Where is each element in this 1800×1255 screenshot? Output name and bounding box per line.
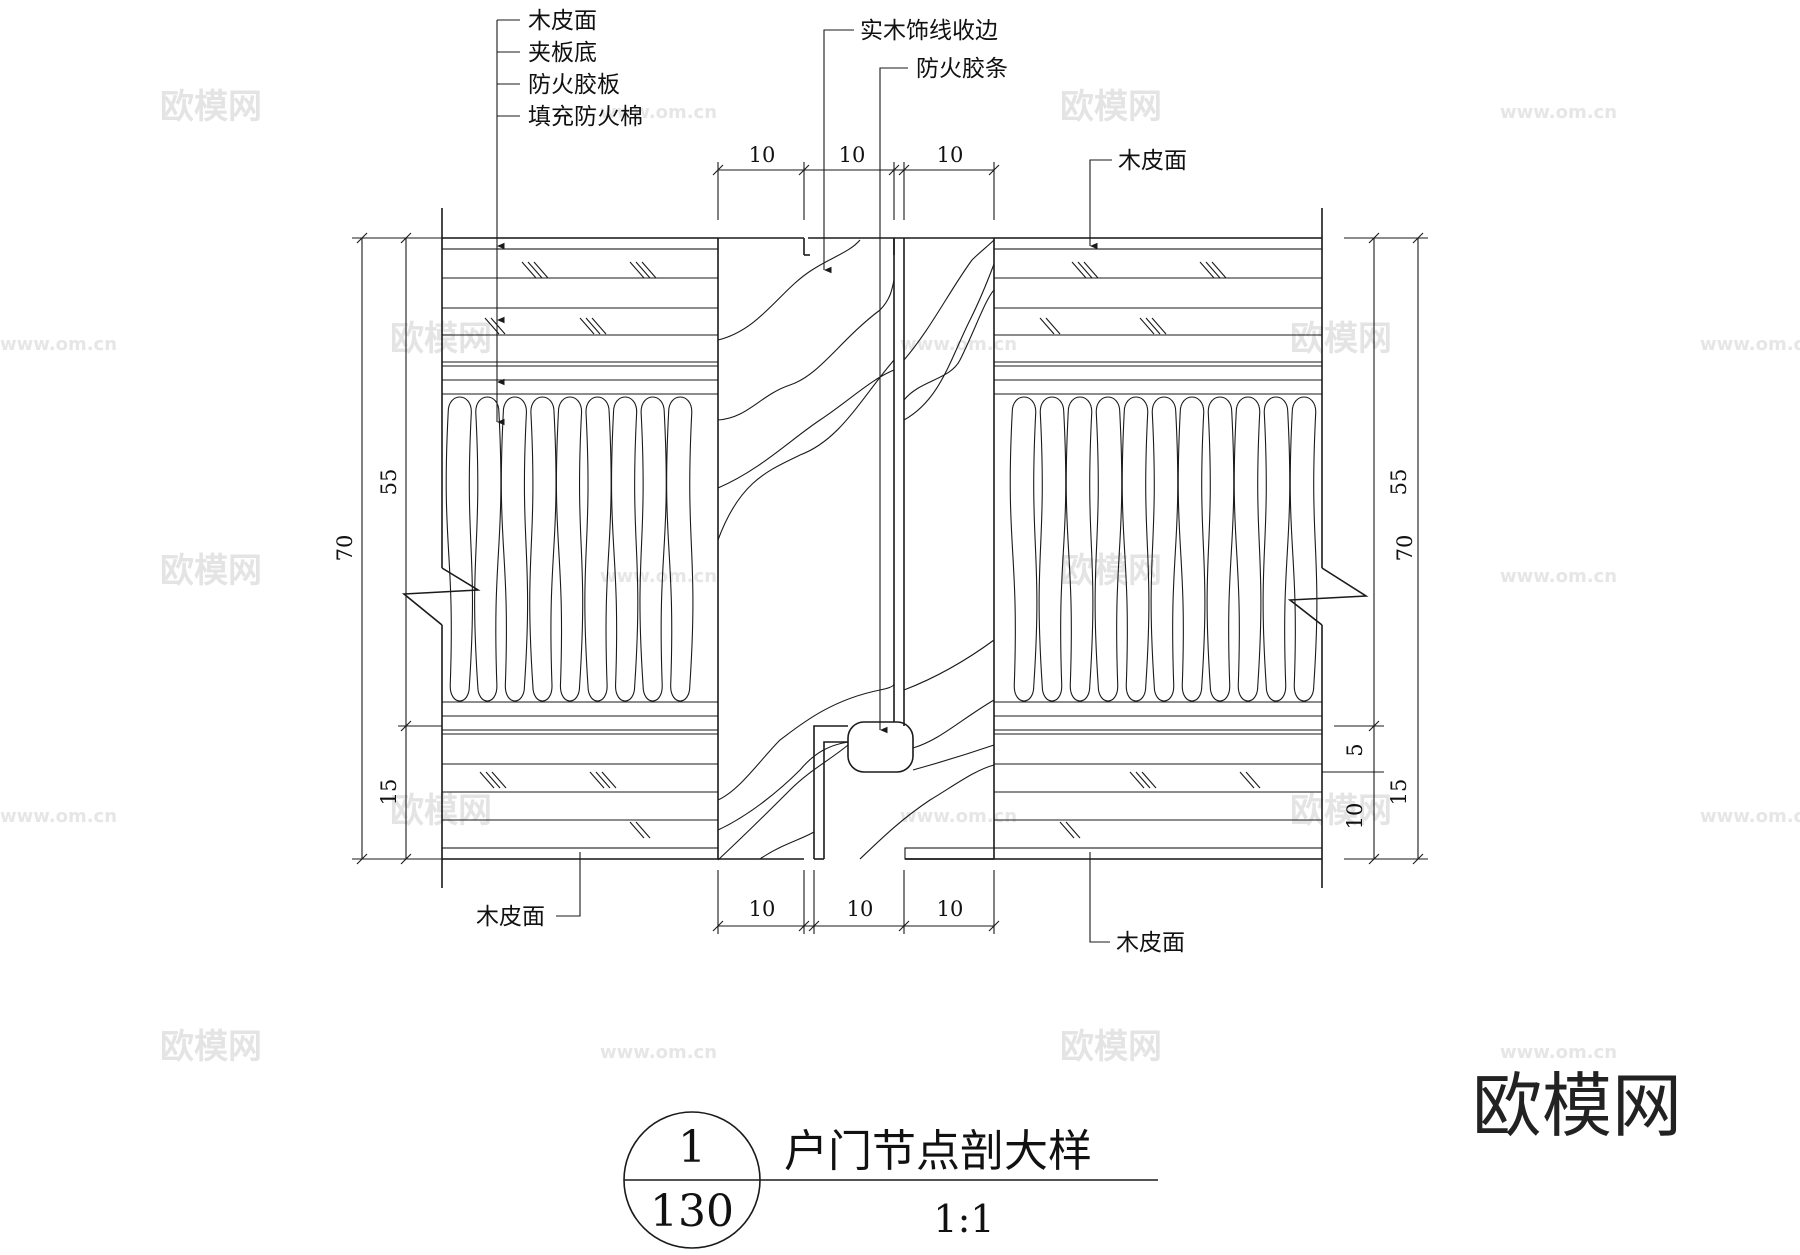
watermark-url: www.om.cn [1500,102,1617,123]
label-top-right-veneer: 木皮面 [1118,148,1187,174]
left-door-panel [401,208,719,888]
label-fire-laminate: 防火胶板 [528,72,620,98]
dim-right-total: 70 [1393,535,1417,562]
dim-left-upper: 55 [377,469,401,496]
drawing-scale: 1:1 [933,1197,994,1241]
dim-left-lower: 15 [377,779,401,806]
watermark-text: 欧模网 [1290,791,1392,831]
labels: 木皮面 夹板底 防火胶板 填充防火棉 实木饰线收边 防火胶条 木皮面 木皮面 木… [476,8,1187,956]
watermark-text: 欧模网 [1060,551,1162,591]
dim-bottom-3: 10 [937,897,964,921]
fire-cotton-loop [1206,396,1235,702]
fire-cotton-loop [611,396,639,702]
fire-cotton-loop [500,396,529,702]
watermark-url: www.om.cn [600,1042,717,1063]
fire-cotton-loop [1150,396,1179,702]
dim-bottom-2: 10 [847,897,874,921]
watermark-url: www.om.cn [1500,1042,1617,1063]
dim-right-small-a: 5 [1343,743,1367,756]
dim-right-lower: 15 [1387,779,1411,806]
label-face-veneer: 木皮面 [528,8,597,34]
fire-cotton-loop [474,396,502,702]
fire-cotton-loop [445,396,474,702]
center-frame [717,237,995,861]
right-door-panel [904,208,1369,888]
label-fire-cotton: 填充防火棉 [528,104,643,130]
dim-bottom-1: 10 [749,897,776,921]
watermark-text: 欧模网 [390,791,492,831]
dim-top-3: 10 [937,143,964,167]
dim-top-2: 10 [839,143,866,167]
fire-cotton-loop [639,396,667,702]
watermark-url: www.om.cn [900,806,1017,827]
dimension-text: 10 10 10 10 10 10 70 55 15 70 55 15 5 10 [333,143,1417,921]
label-bottom-left-veneer: 木皮面 [476,904,545,930]
watermark-url: www.om.cn [1500,566,1617,587]
watermark-text: 欧模网 [1060,1027,1162,1067]
label-solid-wood-trim: 实木饰线收边 [860,18,998,44]
title-block: 1 130 户门节点剖大样 1:1 [623,1111,1158,1249]
watermark-text: 欧模网 [1060,87,1162,127]
label-fire-strip: 防火胶条 [916,56,1008,82]
dimension-lines [352,162,1428,934]
fire-cotton-loop [1289,396,1318,702]
fire-cotton-loop [1094,396,1123,702]
watermark-url: www.om.cn [1700,806,1800,827]
watermark-url: www.om.cn [0,806,117,827]
watermark-text: 欧模网 [390,319,492,359]
fire-cotton-loop [1177,396,1206,702]
dim-right-upper: 55 [1387,469,1411,496]
dim-left-total: 70 [333,535,357,562]
watermark-text: 欧模网 [1290,319,1392,359]
fire-cotton-loop [1038,396,1067,702]
fire-cotton-loop [584,396,612,702]
fire-cotton-loop [529,396,557,702]
fire-cotton-loop [666,396,694,702]
fire-cotton-loop [1233,396,1262,702]
watermark-url: www.om.cn [600,566,717,587]
label-bottom-right-veneer: 木皮面 [1116,930,1185,956]
watermark-text: 欧模网 [160,1027,262,1067]
sheet-number: 130 [650,1186,734,1237]
fire-cotton-loop [555,396,584,702]
watermark-url: www.om.cn [600,102,717,123]
corner-watermark: 欧模网 [1472,1065,1682,1147]
watermark-text: 欧模网 [160,551,262,591]
fire-cotton-loop [1121,396,1150,702]
dim-right-small-b: 10 [1343,803,1367,830]
fire-cotton-loop [1262,396,1291,702]
watermark-url: www.om.cn [1700,334,1800,355]
watermark-text: 欧模网 [160,87,262,127]
drawing-title: 户门节点剖大样 [784,1126,1092,1177]
label-plywood-base: 夹板底 [528,40,597,66]
detail-number: 1 [678,1122,706,1173]
left-leaders [496,19,1112,943]
fire-cotton-loop [1065,396,1094,702]
fire-cotton-loop [1009,396,1038,702]
dim-top-1: 10 [749,143,776,167]
watermark-url: www.om.cn [0,334,117,355]
